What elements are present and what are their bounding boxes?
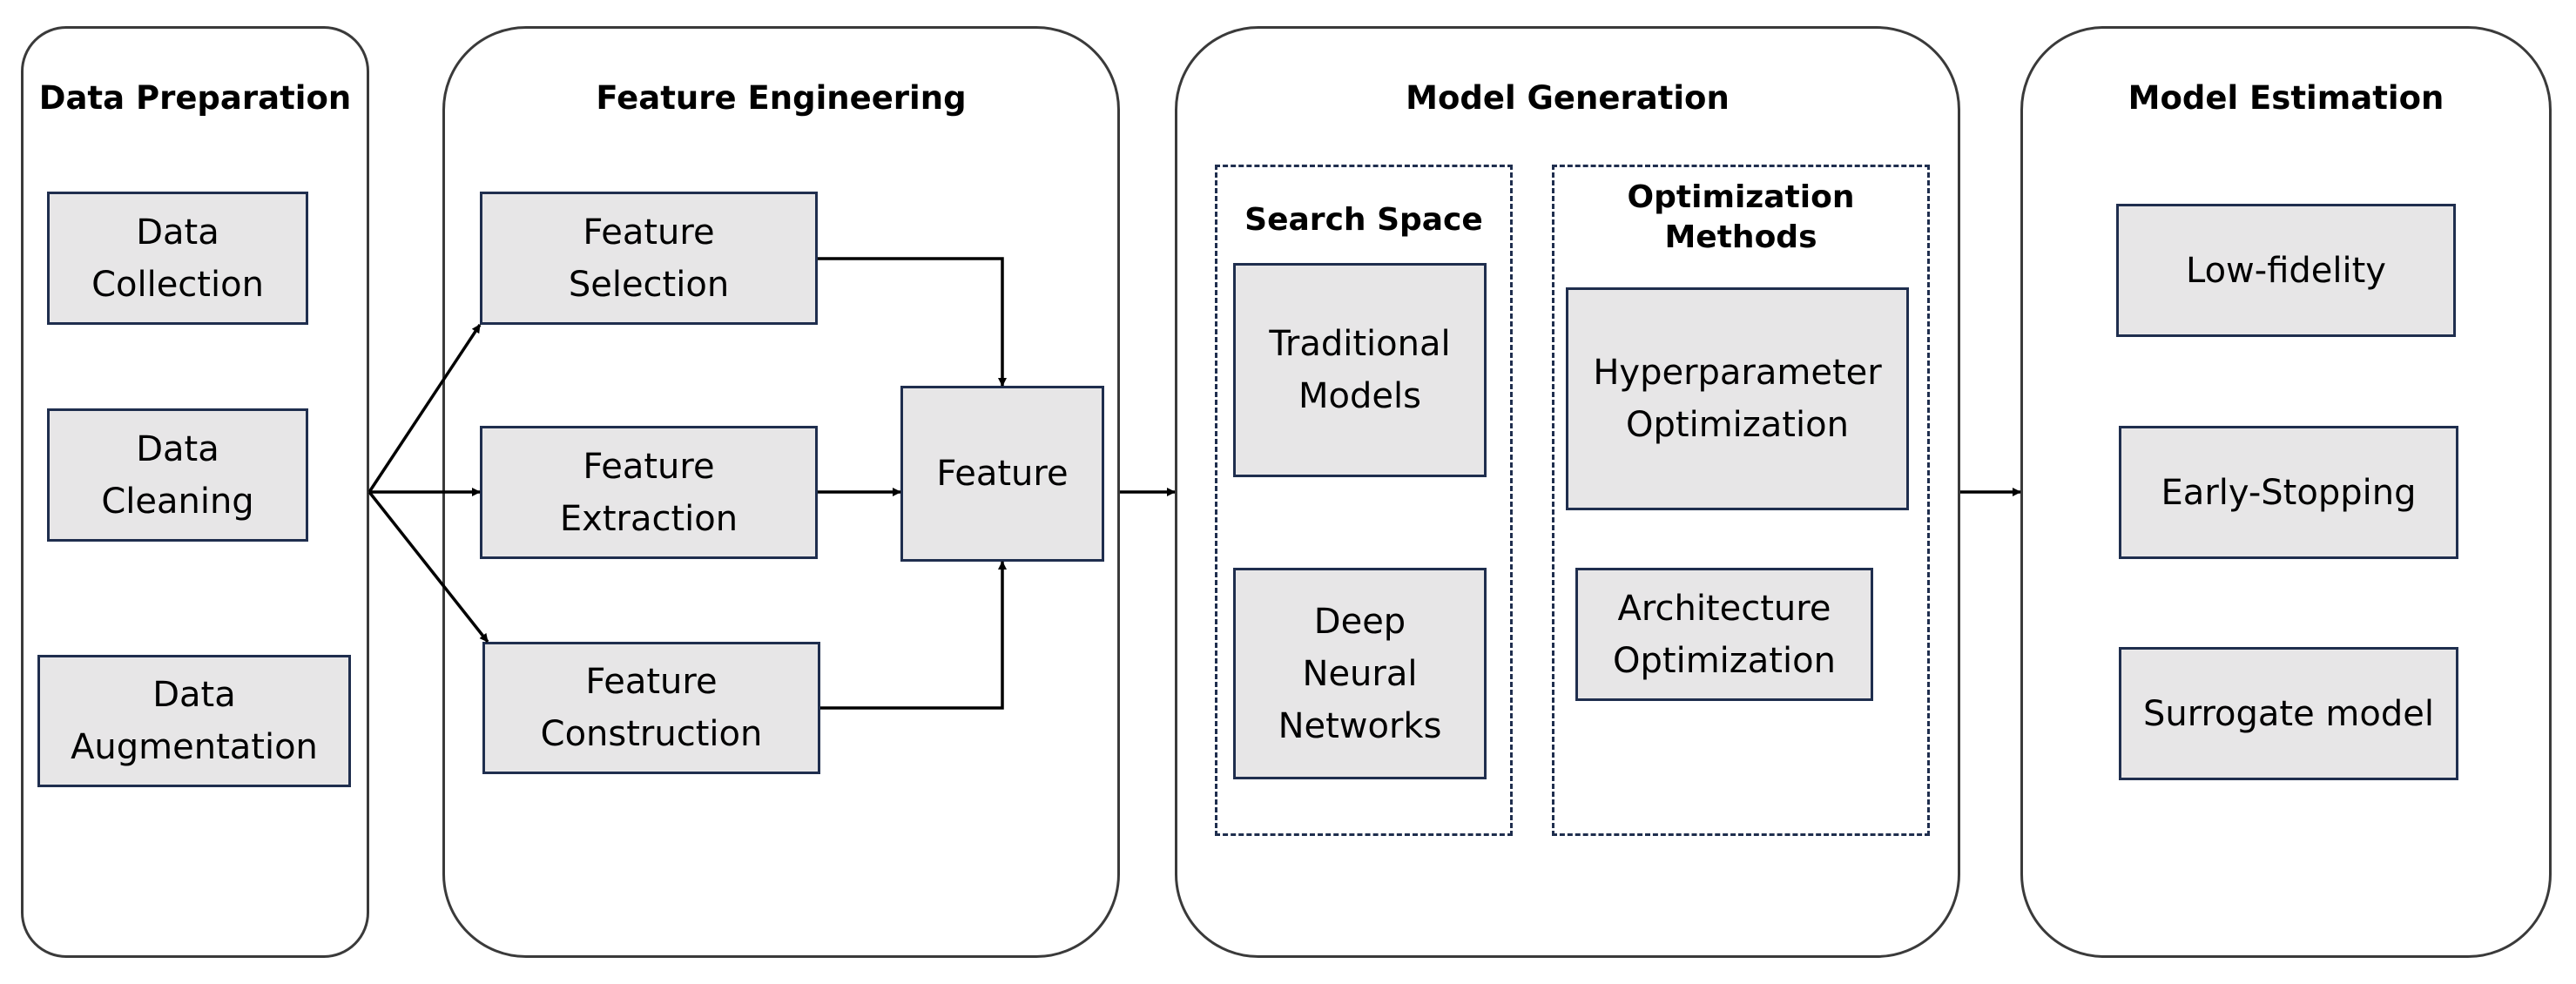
- deep-neural-networks-box: Deep Neural Networks: [1233, 568, 1487, 779]
- surrogate-model-box: Surrogate model: [2119, 647, 2458, 780]
- data-preparation-title: Data Preparation: [38, 79, 352, 117]
- early-stopping-box: Early-Stopping: [2119, 426, 2458, 559]
- model-estimation-title: Model Estimation: [2128, 79, 2445, 117]
- architecture-optimization-box: Architecture Optimization: [1575, 568, 1873, 701]
- data-augmentation-box: Data Augmentation: [37, 655, 351, 787]
- feature-engineering-title: Feature Engineering: [596, 79, 967, 117]
- low-fidelity-box: Low-fidelity: [2116, 204, 2456, 337]
- hyperparameter-optimization-box: Hyperparameter Optimization: [1566, 287, 1909, 510]
- optimization-methods-group: Optimization Methods: [1552, 165, 1930, 836]
- search-space-title: Search Space: [1244, 202, 1483, 238]
- search-space-group: Search Space: [1215, 165, 1513, 836]
- arrow-to-feature-construction: [368, 490, 489, 644]
- arrow-construction-to-feature: [820, 561, 1007, 710]
- feature-extraction-box: Feature Extraction: [480, 426, 818, 559]
- arrow-selection-to-feature: [818, 257, 1007, 387]
- optimization-methods-title: Optimization Methods: [1627, 179, 1855, 255]
- traditional-models-box: Traditional Models: [1233, 263, 1487, 477]
- data-cleaning-box: Data Cleaning: [47, 408, 308, 542]
- arrow-to-feature-selection: [368, 324, 482, 493]
- model-generation-title: Model Generation: [1406, 79, 1730, 117]
- data-collection-box: Data Collection: [47, 192, 308, 325]
- feature-output-box: Feature: [900, 386, 1104, 562]
- feature-construction-box: Feature Construction: [482, 642, 820, 774]
- feature-selection-box: Feature Selection: [480, 192, 818, 325]
